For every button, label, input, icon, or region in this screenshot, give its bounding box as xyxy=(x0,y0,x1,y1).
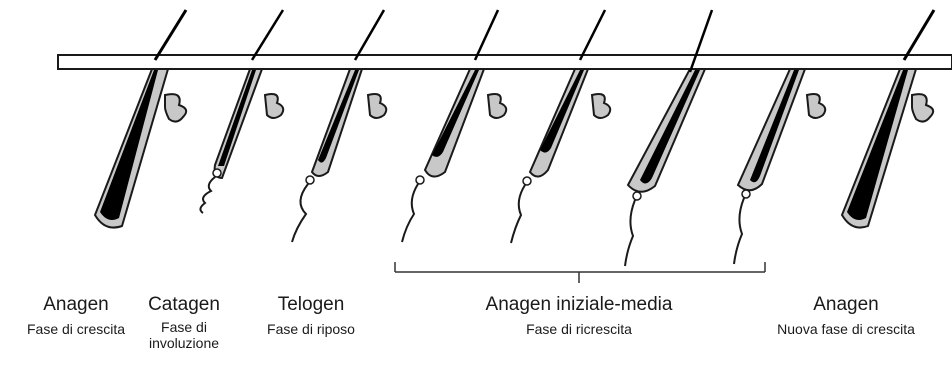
follicle-telogen xyxy=(292,10,386,242)
follicle-mid-anagen-2 xyxy=(734,69,825,264)
phase-label-early-mid-anagen: Anagen iniziale-media Fase di ricrescita xyxy=(486,294,673,337)
phase-title: Anagen xyxy=(27,294,125,316)
follicle-new-anagen xyxy=(842,10,934,228)
phase-subtitle: Fase di involuzione xyxy=(144,319,224,351)
phase-subtitle: Nuova fase di crescita xyxy=(777,321,915,337)
regrowth-bracket xyxy=(395,262,765,283)
follicle-early-anagen-2 xyxy=(511,10,610,243)
phase-label-catagen: Catagen Fase di involuzione xyxy=(144,294,224,351)
follicle-anagen xyxy=(95,10,186,228)
phase-title: Telogen xyxy=(267,294,355,316)
phase-label-new-anagen: Anagen Nuova fase di crescita xyxy=(777,294,915,337)
follicle-early-anagen-1 xyxy=(402,10,506,242)
phase-label-telogen: Telogen Fase di riposo xyxy=(267,294,355,337)
phase-subtitle: Fase di ricrescita xyxy=(486,321,673,337)
follicle-catagen xyxy=(200,10,283,213)
phase-title: Anagen iniziale-media xyxy=(486,294,673,316)
phase-title: Anagen xyxy=(777,294,915,316)
phase-label-anagen: Anagen Fase di crescita xyxy=(27,294,125,337)
phase-subtitle: Fase di riposo xyxy=(267,321,355,337)
skin-surface xyxy=(58,55,952,69)
phase-title: Catagen xyxy=(144,294,224,316)
phase-subtitle: Fase di crescita xyxy=(27,321,125,337)
follicle-mid-anagen-1 xyxy=(625,10,712,266)
